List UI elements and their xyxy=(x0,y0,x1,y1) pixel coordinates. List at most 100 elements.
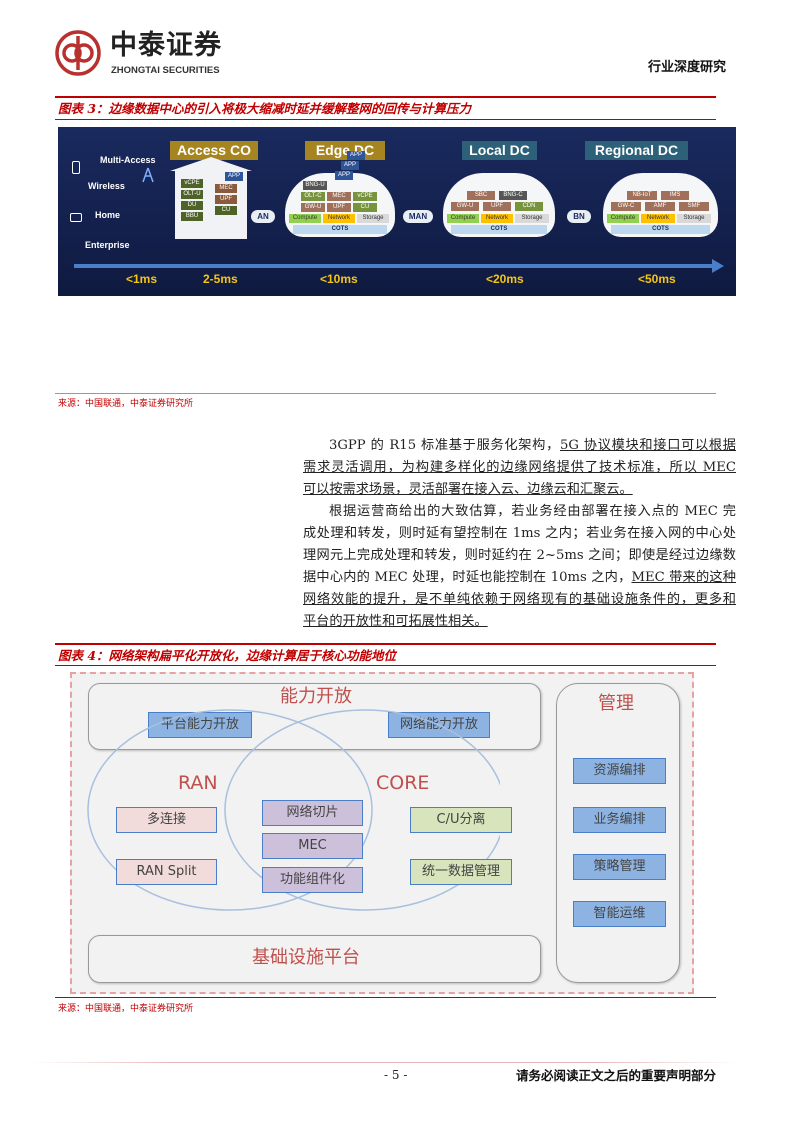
logo-cn: 中泰证券 xyxy=(110,30,222,61)
management-title: 管理 xyxy=(598,693,634,714)
access-type: Wireless xyxy=(88,181,125,191)
module: UPF xyxy=(483,202,511,211)
text: MEC 带来的这种 xyxy=(631,570,736,585)
latency-label: 2-5ms xyxy=(203,272,238,286)
tier-label: Local DC xyxy=(462,141,537,160)
module: BBU xyxy=(181,212,203,221)
shared-item: 网络切片 xyxy=(262,800,363,826)
module: Network xyxy=(641,214,675,223)
module: OLT-U xyxy=(181,190,203,199)
divider xyxy=(55,643,716,645)
module: GW-U xyxy=(451,202,479,211)
text: 平台的开放性和可拓展性相关。 xyxy=(303,614,488,629)
latency-label: <20ms xyxy=(486,272,524,286)
shared-item: 功能组件化 xyxy=(262,867,363,893)
roof-shape xyxy=(170,157,252,171)
text: 网络效能的提升，是不单纯依赖于网络现有的基础设施条件的，更多和 xyxy=(303,592,736,607)
latency-label: <50ms xyxy=(638,272,676,286)
core-ellipse xyxy=(224,709,500,911)
disclaimer: 请务必阅读正文之后的重要声明部分 xyxy=(516,1068,717,1083)
module: Storage xyxy=(677,214,711,223)
link-label: BN xyxy=(567,210,591,223)
body-text: 3GPP 的 R15 标准基于服务化架构，5G 协议模块和接口可以根据 需求灵活… xyxy=(303,435,736,633)
module: vCPE xyxy=(353,192,377,201)
figure3-source: 来源：中国联通，中泰证券研究所 xyxy=(58,399,194,409)
logo-en: ZHONGTAI SECURITIES xyxy=(111,65,220,76)
edge-dc-cloud: BNG-U OLT-C MEC vCPE GW-U UPF CU Compute… xyxy=(285,173,395,237)
latency-label: <10ms xyxy=(320,272,358,286)
footer-divider xyxy=(30,1062,740,1063)
module: APP xyxy=(225,172,243,181)
cots-layer: COTS xyxy=(611,225,710,234)
module: DU xyxy=(181,201,203,210)
report-type: 行业深度研究 xyxy=(648,60,727,75)
cots-layer: COTS xyxy=(293,225,387,234)
core-title: CORE xyxy=(376,772,430,794)
module: APP xyxy=(347,151,365,160)
figure3-caption: 图表 3：边缘数据中心的引入将极大缩减时延并缓解整网的回传与计算压力 xyxy=(58,101,472,116)
module: OLT-C xyxy=(301,192,325,201)
ran-ellipse xyxy=(87,709,373,911)
text-line: 成处理和转发，则时延有望控制在 1ms 之内；若业务在接入网的中心处 xyxy=(303,526,736,541)
text: 5G 协议模块和接口可以根据 xyxy=(559,438,736,453)
module: MEC xyxy=(327,192,351,201)
module: CU xyxy=(353,203,377,212)
management-item: 业务编排 xyxy=(573,807,666,833)
management-panel xyxy=(556,683,680,983)
module: BNG-C xyxy=(499,191,527,200)
module: MEC xyxy=(215,184,237,193)
ran-item: 多连接 xyxy=(116,807,217,833)
module: BNG-U xyxy=(303,181,327,190)
module: GW-U xyxy=(301,203,325,212)
company-logo: 中泰证券 ZHONGTAI SECURITIES xyxy=(55,30,245,78)
text-line: 需求灵活调用，为构建多样化的边缘网络提供了技术标准，所以 MEC xyxy=(303,457,736,479)
management-item: 智能运维 xyxy=(573,901,666,927)
divider xyxy=(55,119,716,120)
module: Network xyxy=(323,214,355,223)
ran-item: RAN Split xyxy=(116,859,217,885)
text-line: 3GPP 的 R15 标准基于服务化架构，5G 协议模块和接口可以根据 xyxy=(303,435,736,457)
module: IMS xyxy=(661,191,689,200)
arrow-right-icon xyxy=(712,259,724,273)
capability-title: 能力开放 xyxy=(280,686,352,707)
latency-label: <1ms xyxy=(126,272,158,286)
link-label: MAN xyxy=(403,210,433,223)
divider xyxy=(55,393,716,394)
text: 3GPP 的 R15 标准基于服务化架构， xyxy=(329,438,560,453)
regional-dc-cloud: NB-IoT IMS GW-C AMF SMF Compute Network … xyxy=(603,173,718,237)
tier-label: Edge DC xyxy=(305,141,385,160)
module: SMF xyxy=(679,202,709,211)
car-icon xyxy=(70,213,82,222)
tier-label: Access CO xyxy=(170,141,258,160)
text-line: 理网元上完成处理和转发，则时延约在 2~5ms 之间；即使是经过边缘数 xyxy=(303,548,736,563)
antenna-icon xyxy=(142,167,154,183)
module: Compute xyxy=(607,214,639,223)
link-label: AN xyxy=(251,210,275,223)
module: vCPE xyxy=(181,179,203,188)
text-line: 可以按需求场景，灵活部署在接入云、边缘云和汇聚云。 xyxy=(303,479,736,501)
page-number: - 5 - xyxy=(384,1068,408,1082)
text-line: 平台的开放性和可拓展性相关。 xyxy=(303,611,736,633)
local-dc-cloud: SBC BNG-C GW-U UPF CDN Compute Network S… xyxy=(443,173,555,237)
divider xyxy=(55,96,716,98)
text: 需求灵活调用，为构建多样化的边缘网络提供了技术标准，所以 MEC xyxy=(303,460,736,475)
access-type: Enterprise xyxy=(85,240,130,250)
module: NB-IoT xyxy=(627,191,657,200)
infra-panel xyxy=(88,935,541,983)
phone-icon xyxy=(72,161,80,174)
module: Compute xyxy=(447,214,479,223)
module: UPF xyxy=(215,195,237,204)
module: SBC xyxy=(467,191,495,200)
text-line: 据中心内的 MEC 处理，时延也能控制在 10ms 之内，MEC 带来的这种 xyxy=(303,567,736,589)
module: UPF xyxy=(327,203,351,212)
access-co-building: vCPE OLT-U DU BBU MEC UPF CU APP xyxy=(175,171,247,239)
module: APP xyxy=(341,161,359,170)
core-item: 统一数据管理 xyxy=(410,859,512,885)
shared-item: MEC xyxy=(262,833,363,859)
latency-axis xyxy=(74,264,714,268)
divider xyxy=(55,997,716,998)
text: 可以按需求场景，灵活部署在接入云、边缘云和汇聚云。 xyxy=(303,482,633,497)
ran-title: RAN xyxy=(178,772,218,794)
module: Storage xyxy=(515,214,549,223)
module: CDN xyxy=(515,202,543,211)
